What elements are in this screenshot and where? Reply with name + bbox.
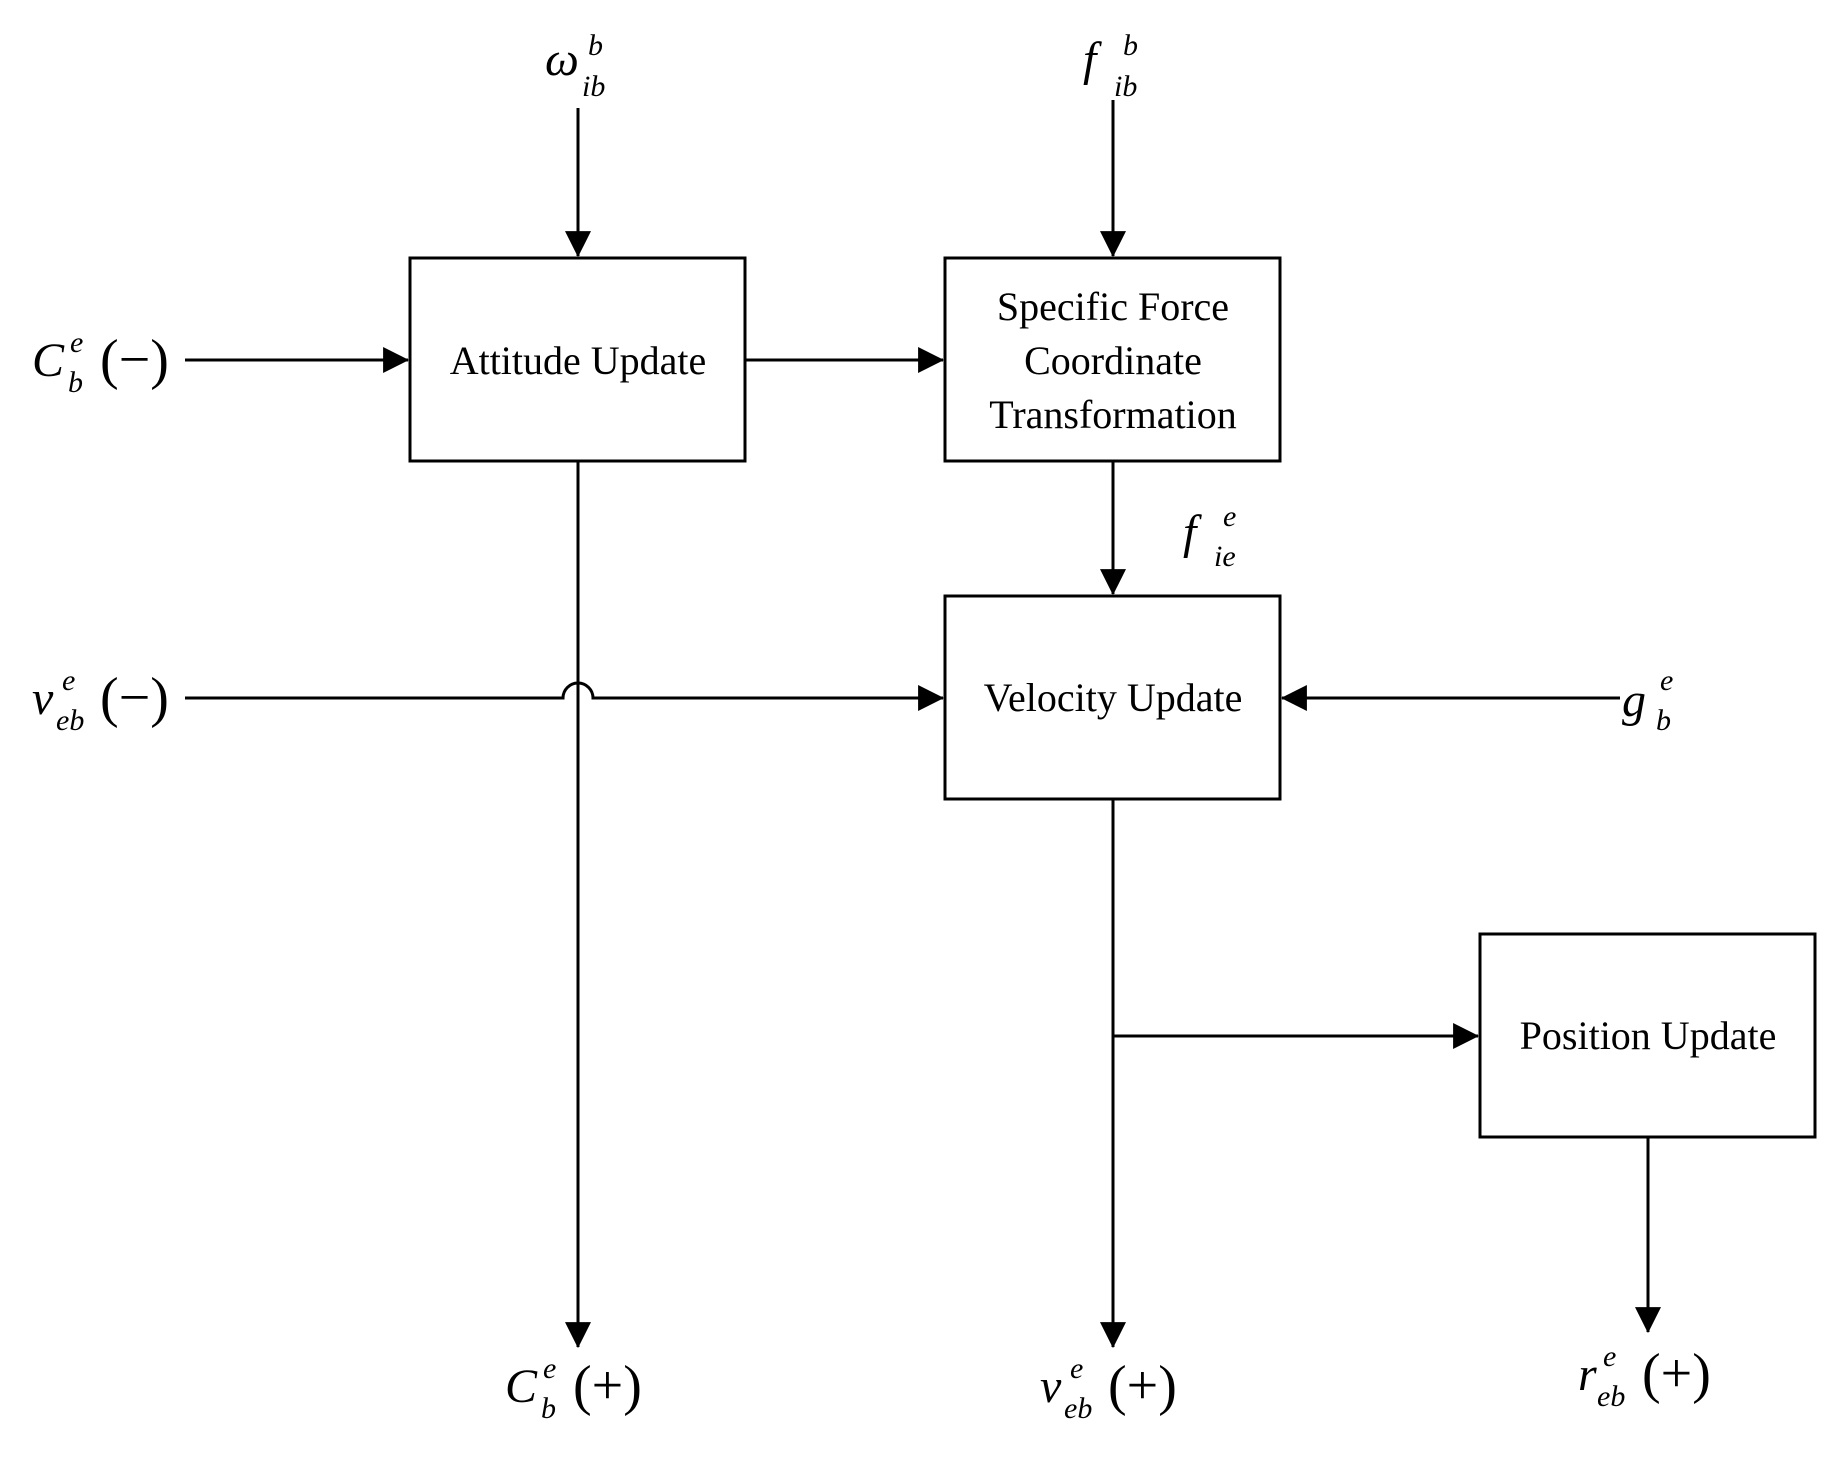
svg-text:e: e — [70, 326, 83, 359]
svg-text:b: b — [541, 1392, 556, 1425]
c-b-e-minus-symbol: C e b (−) — [32, 326, 169, 399]
svg-text:(+): (+) — [1642, 1343, 1711, 1405]
svg-text:e: e — [62, 664, 75, 697]
svg-text:eb: eb — [56, 704, 84, 737]
svg-text:f: f — [1083, 33, 1102, 86]
f-ie-e-symbol: f e ie — [1183, 500, 1236, 573]
svg-text:e: e — [543, 1352, 556, 1385]
position-update-block: Position Update — [1478, 932, 1817, 1139]
svg-text:v: v — [32, 672, 54, 725]
specific-force-label-line3: Transformation — [989, 392, 1236, 437]
r-eb-e-plus-symbol: r e eb (+) — [1578, 1340, 1711, 1413]
svg-text:eb: eb — [1597, 1380, 1625, 1413]
v-eb-e-plus-symbol: v e eb (+) — [1040, 1352, 1177, 1425]
svg-text:v: v — [1040, 1360, 1062, 1413]
svg-text:f: f — [1183, 506, 1202, 559]
svg-text:b: b — [588, 29, 603, 62]
f-ib-b-symbol: f b ib — [1083, 29, 1138, 103]
svg-text:ib: ib — [1114, 70, 1137, 103]
svg-text:ib: ib — [582, 70, 605, 103]
svg-text:b: b — [68, 366, 83, 399]
svg-text:ω: ω — [545, 33, 579, 86]
attitude-update-block: Attitude Update — [408, 256, 747, 463]
svg-text:r: r — [1578, 1348, 1597, 1401]
svg-text:b: b — [1123, 29, 1138, 62]
svg-text:e: e — [1070, 1352, 1083, 1385]
velocity-update-block: Velocity Update — [943, 594, 1282, 801]
svg-text:b: b — [1656, 704, 1671, 737]
velocity-update-label: Velocity Update — [984, 675, 1243, 720]
specific-force-block: Specific Force Coordinate Transformation — [943, 256, 1282, 463]
svg-text:eb: eb — [1064, 1392, 1092, 1425]
c-b-e-plus-symbol: C e b (+) — [505, 1352, 642, 1425]
svg-text:C: C — [505, 1360, 538, 1413]
position-update-label: Position Update — [1520, 1013, 1777, 1058]
specific-force-label-line1: Specific Force — [997, 284, 1229, 329]
svg-text:(+): (+) — [1108, 1355, 1177, 1417]
attitude-update-label: Attitude Update — [450, 338, 707, 383]
specific-force-label-line2: Coordinate — [1024, 338, 1202, 383]
svg-text:(−): (−) — [100, 329, 169, 391]
v-eb-e-minus-symbol: v e eb (−) — [32, 664, 169, 737]
svg-text:(−): (−) — [100, 667, 169, 729]
svg-text:e: e — [1223, 500, 1236, 533]
omega-ib-b-symbol: ω b ib — [545, 29, 605, 103]
svg-text:g: g — [1622, 674, 1646, 727]
veb-minus-input-arrow — [185, 681, 945, 711]
svg-text:(+): (+) — [573, 1355, 642, 1417]
svg-text:e: e — [1603, 1340, 1616, 1373]
svg-text:C: C — [32, 334, 65, 387]
g-b-e-symbol: g e b — [1622, 664, 1673, 737]
svg-text:ie: ie — [1214, 540, 1236, 573]
svg-text:e: e — [1660, 664, 1673, 697]
